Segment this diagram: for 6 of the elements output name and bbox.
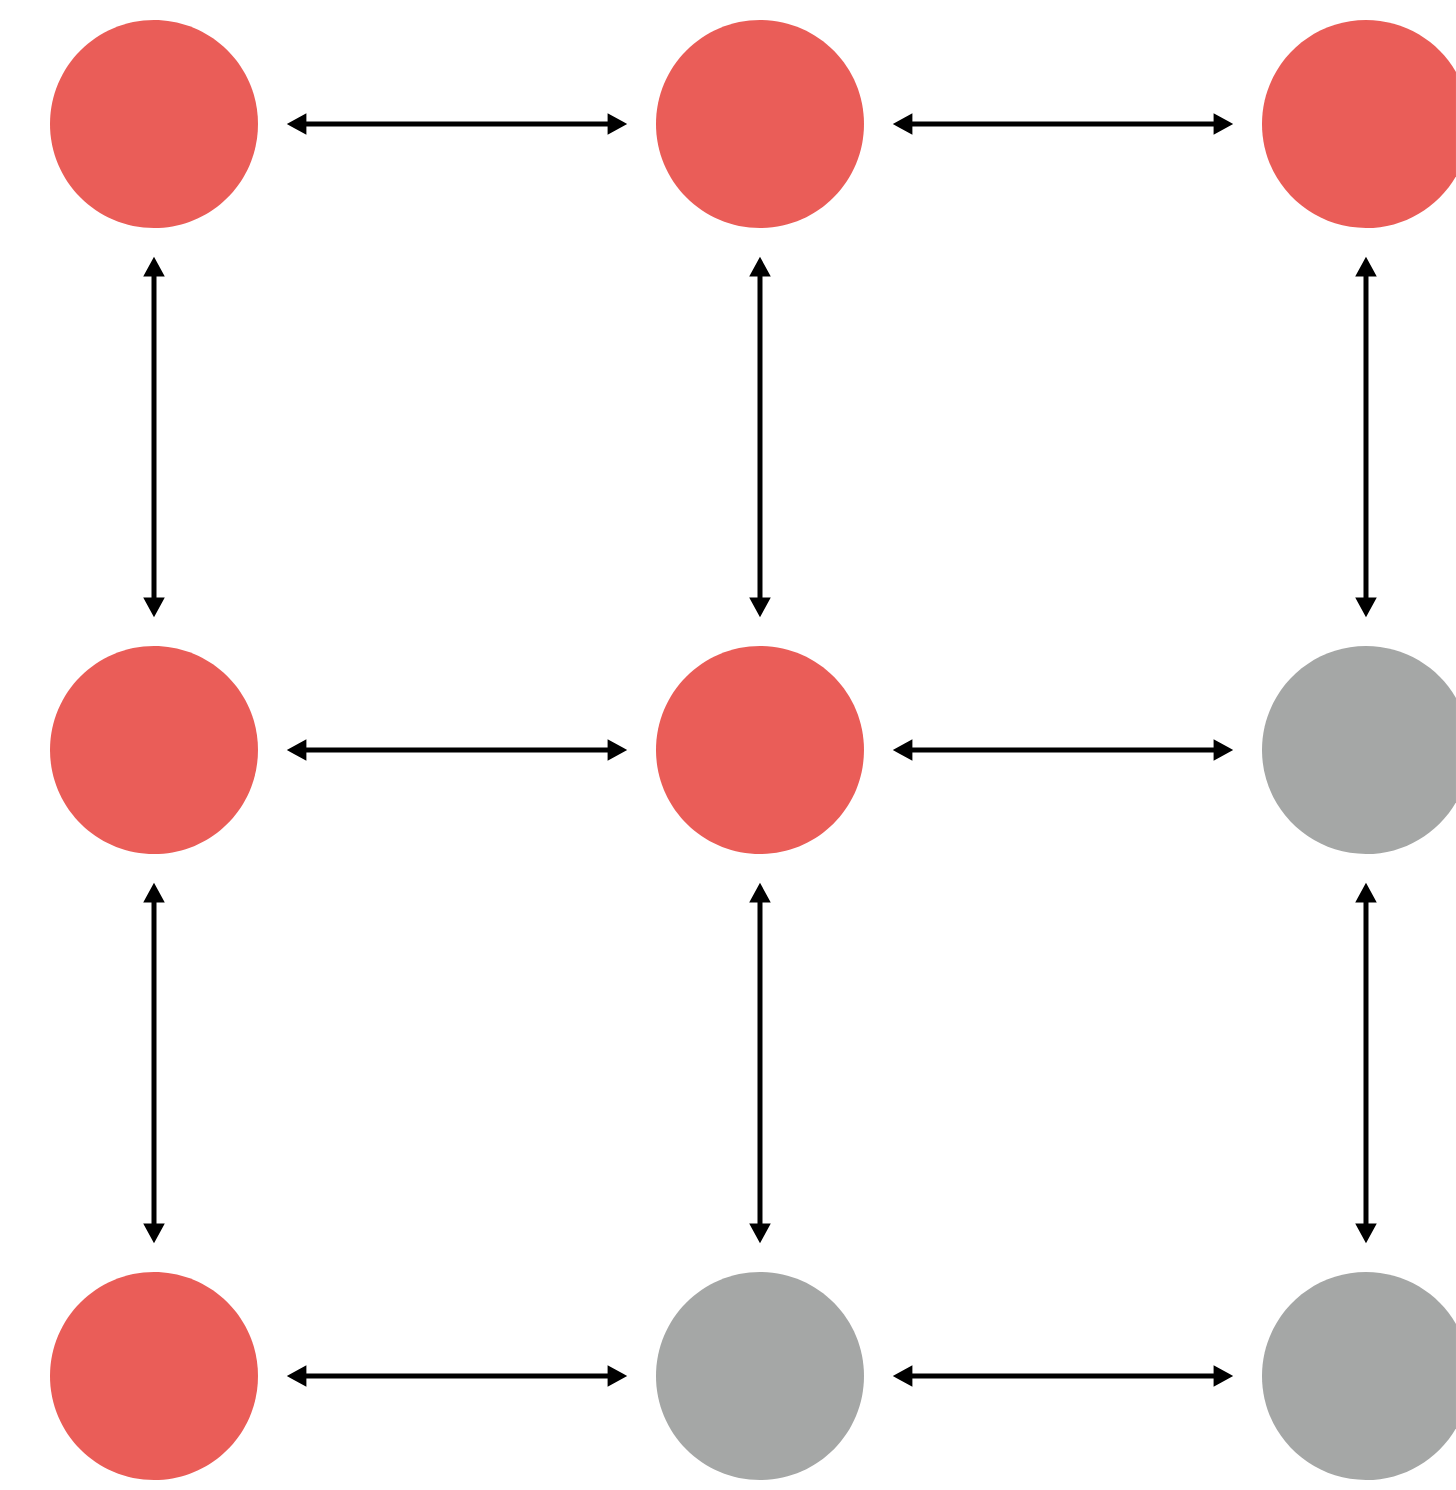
circle-node [50, 20, 258, 228]
circle-node [656, 20, 864, 228]
circle-node [50, 646, 258, 854]
circle-node [656, 646, 864, 854]
circle-node [50, 1272, 258, 1480]
circle-node [656, 1272, 864, 1480]
